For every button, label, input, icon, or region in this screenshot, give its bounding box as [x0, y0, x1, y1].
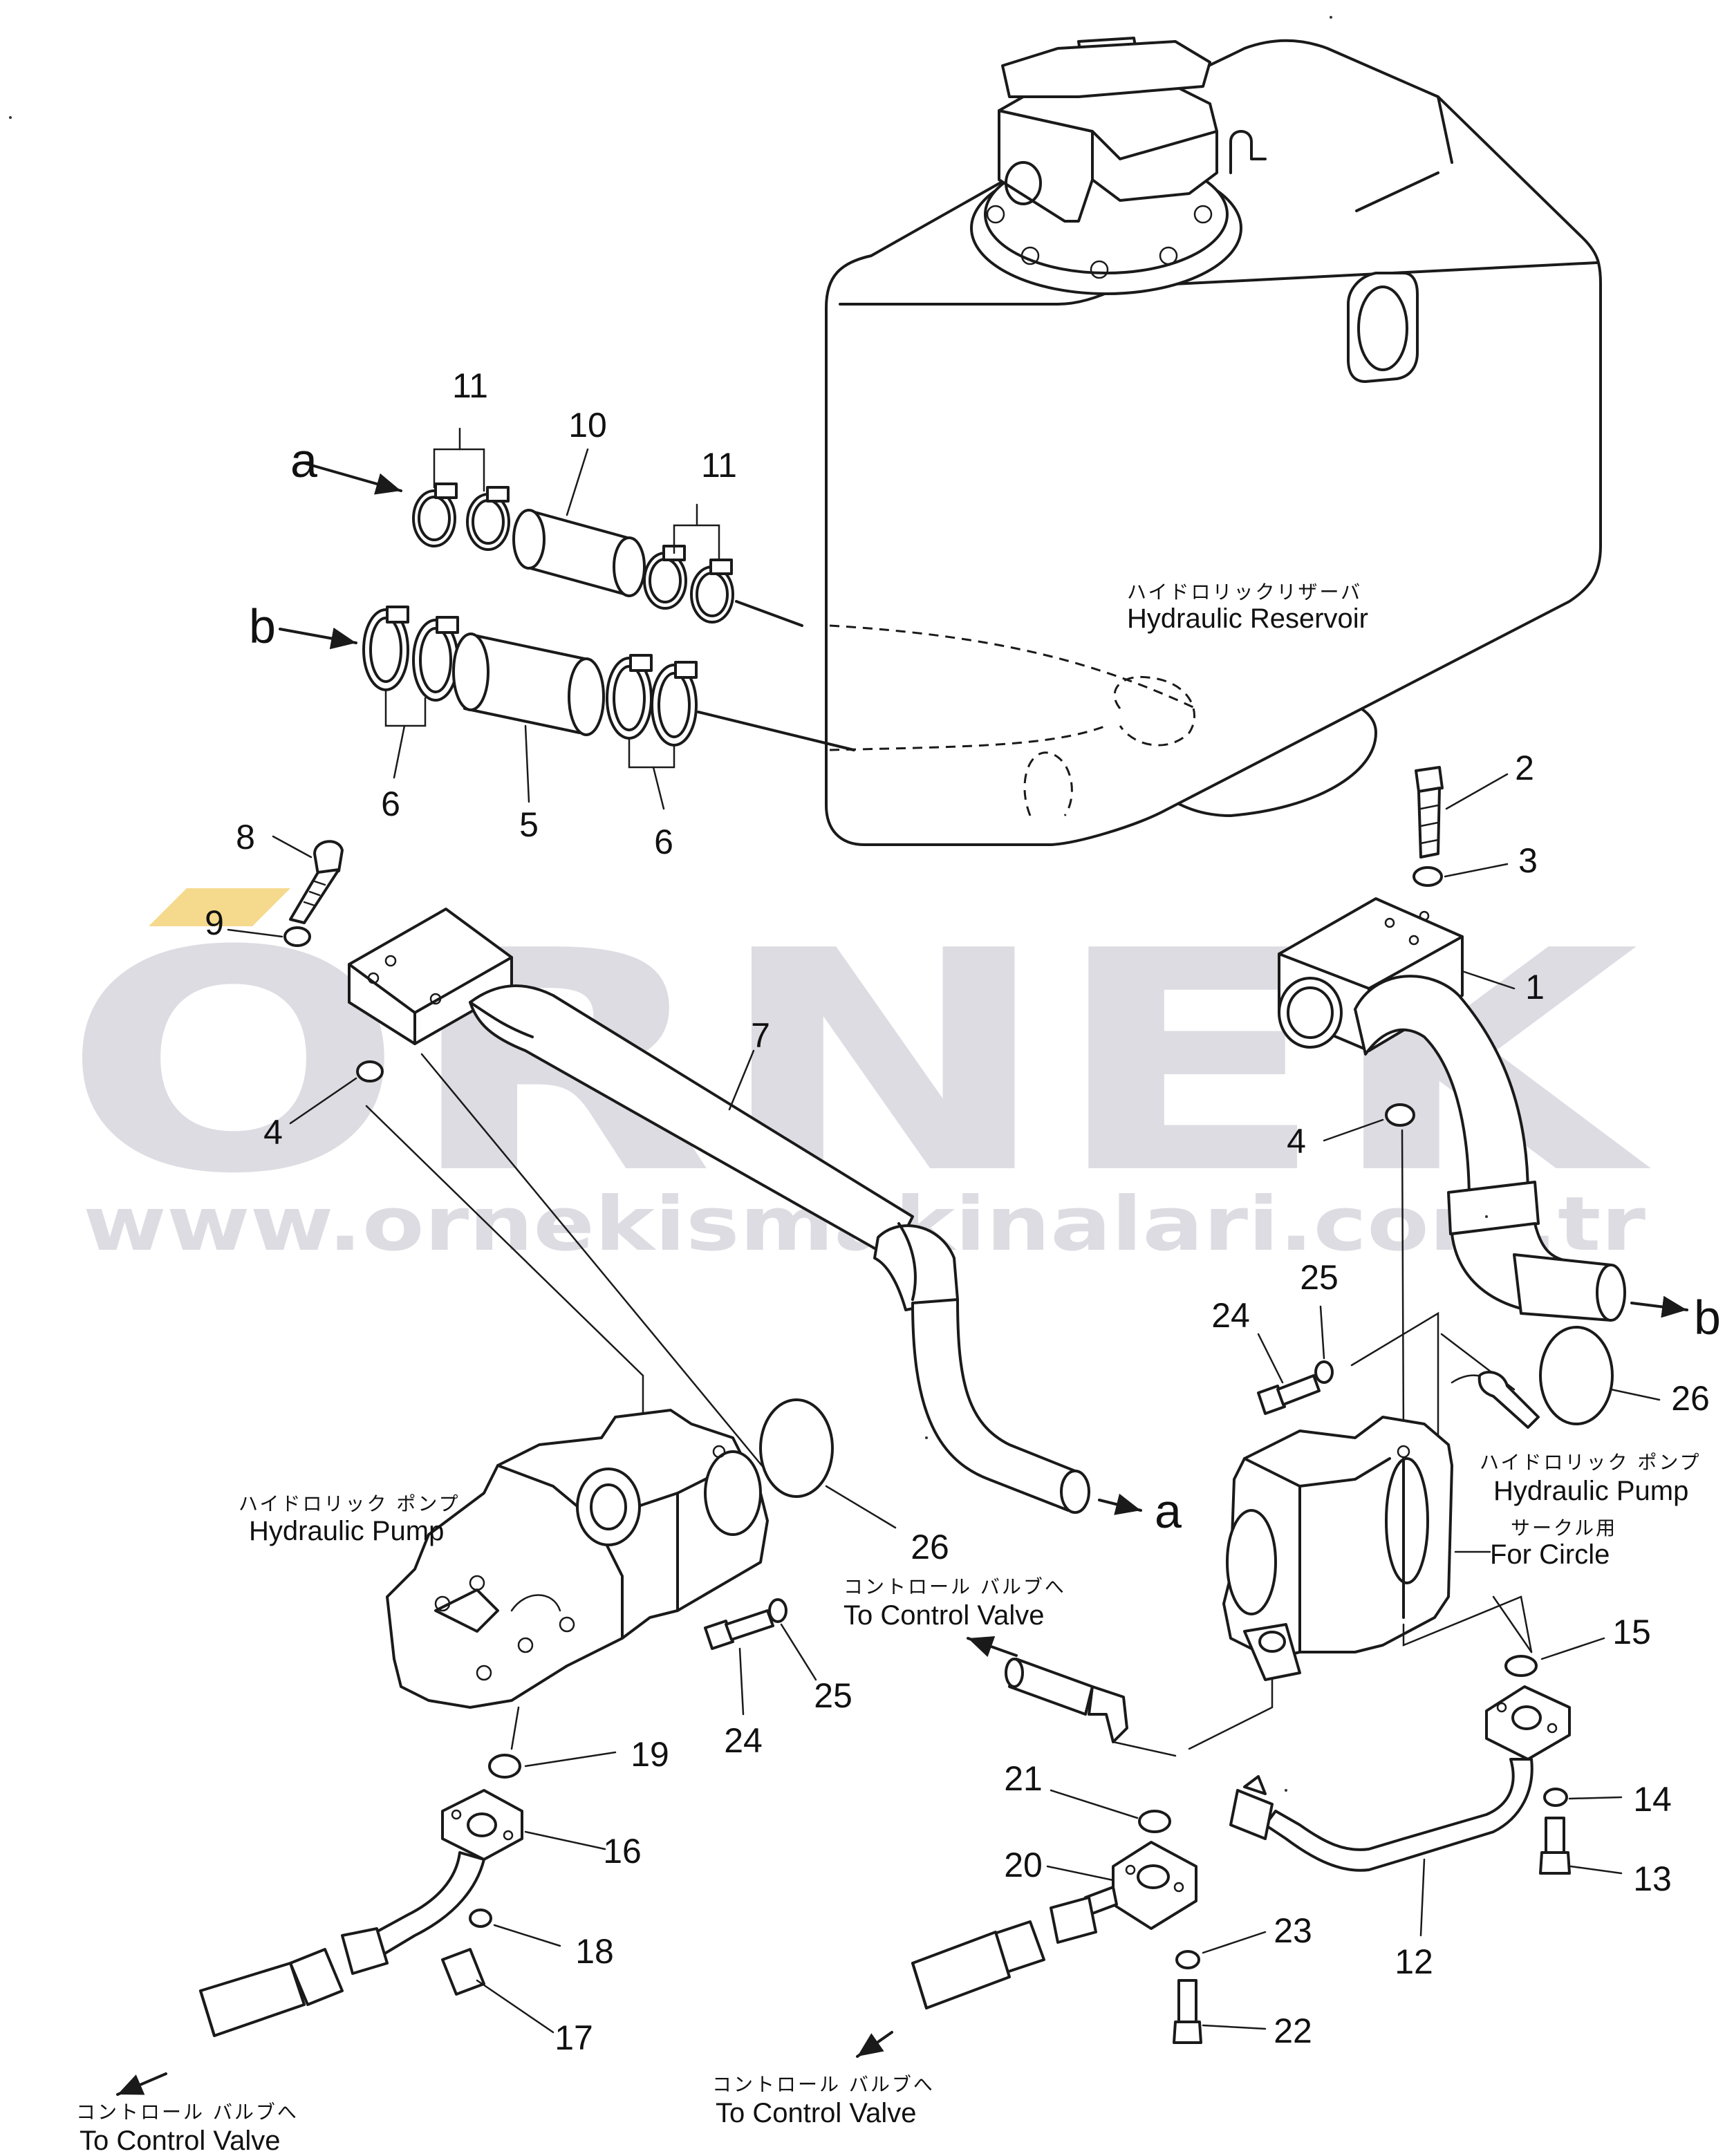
cv-bl-label-jp: コントロール バルブへ: [76, 2101, 299, 2124]
part-number-2: 2: [1515, 749, 1534, 787]
part-number-21: 21: [1004, 1759, 1043, 1798]
reservoir-label-en: Hydraulic Reservoir: [1127, 603, 1368, 634]
suction-pipe-7: 8 9 a 7 4: [205, 818, 1182, 1538]
part-number-23: 23: [1274, 1911, 1312, 1950]
hydraulic-pump-left: ハイドロリック ポンプ Hydraulic Pump 26 24 25: [239, 1398, 949, 1760]
part-number-12: 12: [1395, 1942, 1433, 1981]
scan-specks: [9, 16, 1488, 1792]
part-number-11-right: 11: [701, 446, 737, 485]
o-ring: [759, 1398, 834, 1498]
part-number-3: 3: [1518, 841, 1538, 880]
bolt: [1173, 1979, 1202, 2044]
bolt: [1415, 766, 1444, 859]
o-ring: [488, 1754, 521, 1779]
pump-left-label-jp: ハイドロリック ポンプ: [239, 1492, 460, 1515]
part-number-20: 20: [1004, 1846, 1043, 1884]
part-number-18: 18: [575, 1932, 614, 1971]
washer: [1413, 866, 1443, 887]
part-number-22: 22: [1274, 2012, 1312, 2050]
part-number-1: 1: [1525, 968, 1545, 1006]
part-number-13: 13: [1633, 1859, 1672, 1898]
cv-bl-label-en: To Control Valve: [80, 2126, 281, 2156]
bolt: [289, 840, 344, 924]
part-number-17: 17: [554, 2018, 593, 2057]
washer: [283, 926, 311, 947]
part-number-14: 14: [1633, 1780, 1672, 1819]
washer: [768, 1598, 787, 1623]
hose-clamp: [412, 482, 458, 547]
washer: [1314, 1360, 1334, 1384]
part-number-26-right: 26: [1671, 1379, 1710, 1418]
hose-10: [512, 509, 646, 597]
part-number-8: 8: [236, 818, 255, 856]
hose-assembly-a: a: [290, 366, 803, 627]
hose-clamp: [651, 661, 698, 747]
cv-mid-label-en: To Control Valve: [843, 1600, 1045, 1631]
pressure-pipe-16: 19 16 コントロール バルブへ To Control Valve 18 17: [76, 1735, 669, 2156]
connection-letter-a-out: a: [1155, 1484, 1182, 1538]
o-ring: [1138, 1810, 1171, 1833]
part-number-15: 15: [1612, 1613, 1651, 1651]
cv-bc-label-jp: コントロール バルブへ: [712, 2073, 935, 2096]
bolt: [704, 1609, 774, 1650]
o-ring: [1504, 1655, 1538, 1677]
bolt: [1539, 1817, 1571, 1875]
o-ring: [1539, 1326, 1614, 1425]
hydraulic-reservoir: ハイドロリックリザーバ Hydraulic Reservoir: [825, 37, 1602, 846]
washer: [469, 1909, 492, 1928]
pressure-pipe-12: 15 12 14 13: [1229, 1613, 1672, 1981]
hose-clamp: [412, 616, 459, 702]
pressure-pipe-20: 21 20 コントロール バルブへ To Control Valve 23 22: [712, 1759, 1312, 2128]
part-number-4-left: 4: [263, 1113, 283, 1152]
cv-bc-label-en: To Control Valve: [716, 2098, 917, 2128]
bolt: [1257, 1374, 1321, 1415]
circle-label-en: For Circle: [1490, 1539, 1610, 1570]
connection-letter-a-in: a: [290, 433, 317, 487]
washer: [1543, 1788, 1568, 1807]
hose-clamp: [643, 545, 687, 610]
part-number-6-left: 6: [381, 785, 400, 823]
watermark-logo-accent: [149, 888, 290, 926]
part-number-26-left: 26: [911, 1528, 949, 1566]
part-number-11-left: 11: [452, 366, 488, 405]
part-number-10: 10: [568, 406, 607, 444]
cv-mid-label-jp: コントロール バルブへ: [843, 1575, 1066, 1598]
hose-assembly-b: b: [249, 599, 855, 861]
part-number-7: 7: [751, 1016, 770, 1055]
hose-clamp: [466, 486, 510, 551]
pump-left-label-en: Hydraulic Pump: [249, 1516, 444, 1546]
pump-right-label-en: Hydraulic Pump: [1493, 1476, 1688, 1506]
pump-right-label-jp: ハイドロリック ポンプ: [1480, 1451, 1702, 1474]
connection-letter-b-out: b: [1694, 1291, 1721, 1344]
hydraulic-pump-right: ハイドロリック ポンプ Hydraulic Pump サークル用 For Cir…: [1188, 1258, 1710, 1750]
part-number-25-right: 25: [1300, 1258, 1339, 1297]
reservoir-label-jp: ハイドロリックリザーバ: [1127, 581, 1362, 603]
hose-clamp: [606, 654, 653, 740]
part-number-19: 19: [631, 1735, 669, 1774]
part-number-16: 16: [603, 1832, 642, 1871]
part-number-9: 9: [205, 903, 224, 942]
part-number-6-right: 6: [654, 823, 673, 861]
suction-flange-1: 2 3 1 b 4: [1278, 749, 1721, 1439]
hose-5: [452, 632, 605, 736]
part-number-5: 5: [519, 805, 539, 844]
connection-letter-b-in: b: [249, 599, 276, 653]
part-number-24-right: 24: [1211, 1296, 1250, 1335]
washer: [1175, 1950, 1200, 1969]
part-number-4-right: 4: [1287, 1122, 1306, 1161]
hose-clamp: [690, 559, 734, 624]
o-ring: [1385, 1103, 1415, 1127]
part-number-25-left: 25: [814, 1676, 852, 1715]
control-valve-line-mid: コントロール バルブへ To Control Valve: [843, 1575, 1177, 1757]
circle-label-jp: サークル用: [1511, 1517, 1617, 1539]
hose-clamp: [362, 606, 409, 691]
o-ring: [356, 1060, 384, 1082]
part-number-24-left: 24: [724, 1721, 763, 1760]
